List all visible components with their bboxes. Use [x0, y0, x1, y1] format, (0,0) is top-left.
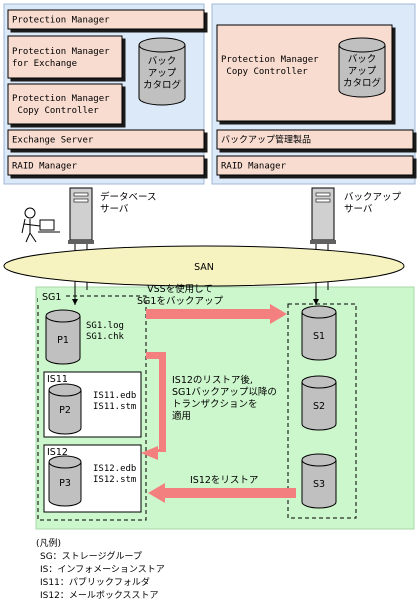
database-server-icon	[68, 187, 94, 244]
legend: (凡例) SG：ストレージグループ IS：インフォメーションストア IS11：パ…	[36, 538, 165, 603]
backup-catalog-icon	[338, 37, 386, 98]
backup-server-label: バックアップサーバ	[344, 192, 402, 215]
secondary-disk-s2: S2	[301, 375, 337, 431]
apply-transaction-arrow	[141, 352, 166, 460]
db-product-label: RAID Manager	[12, 162, 78, 172]
apply-caption: IS12のリストア後,SG1バックアップ以降のトランザクションを適用	[172, 374, 277, 422]
restore-arrow	[148, 483, 296, 503]
p3-disk	[48, 455, 82, 507]
db-product-box: Protection Manager Copy Controller	[7, 83, 126, 128]
db-product-box: RAID Manager	[7, 155, 208, 179]
secondary-volume-group	[287, 303, 357, 519]
p1-label: P1	[57, 335, 69, 346]
operator-icon	[21, 207, 60, 243]
secondary-disk-label: S2	[313, 401, 325, 412]
legend-item: SG：ストレージグループ	[40, 552, 142, 562]
backup-server-icon	[310, 187, 336, 244]
backup-product-label: Protection Manager Copy Controller	[221, 55, 319, 77]
sg1-label-bg	[38, 290, 64, 302]
p2-disk	[48, 383, 82, 435]
database-server-label: データベースサーバ	[100, 191, 157, 215]
legend-item: IS11：パブリックフォルダ	[40, 578, 150, 588]
restore-caption: IS12をリストア	[190, 475, 258, 486]
db-product-label: Protection Manager Copy Controller	[12, 94, 110, 116]
legend-item: IS：インフォメーションストア	[40, 565, 165, 575]
backup-product-label: バックアップ管理製品	[221, 134, 311, 146]
is12-label: IS12	[47, 447, 68, 458]
db-product-box: Protection Manager	[7, 9, 208, 33]
backup-product-label: RAID Manager	[221, 162, 287, 172]
db-product-label: Exchange Server	[12, 136, 94, 146]
secondary-disk-label: S1	[313, 331, 325, 342]
secondary-disk-s3: S3	[301, 453, 337, 509]
sg1-group	[37, 295, 147, 521]
san-label: SAN	[194, 262, 214, 273]
legend-item: IS12：メールボックスストア	[40, 591, 159, 601]
secondary-disk-label: S3	[313, 479, 325, 490]
p1-disk	[45, 309, 81, 365]
secondary-disk-s1: S1	[301, 305, 337, 361]
p2-label: P2	[59, 405, 71, 416]
p3-label: P3	[59, 478, 71, 489]
backup-catalog-label: バックアップカタログ	[343, 54, 382, 89]
is11-label: IS11	[47, 374, 68, 385]
db-catalog-icon	[138, 37, 186, 106]
db-catalog-label: バックアップカタログ	[143, 56, 182, 91]
backup-host-products: Protection Manager Copy Controller バックアップ…	[216, 24, 417, 179]
sg1-label: SG1	[42, 292, 61, 303]
legend-title: (凡例)	[36, 539, 62, 549]
backup-arrow	[146, 304, 287, 324]
backup-product-box: RAID Manager	[216, 155, 417, 179]
db-product-label: Protection Manager	[12, 16, 110, 26]
backup-product-box: バックアップ管理製品	[216, 129, 417, 153]
san-ellipse	[3, 245, 405, 287]
db-product-box: Exchange Server	[7, 129, 208, 153]
